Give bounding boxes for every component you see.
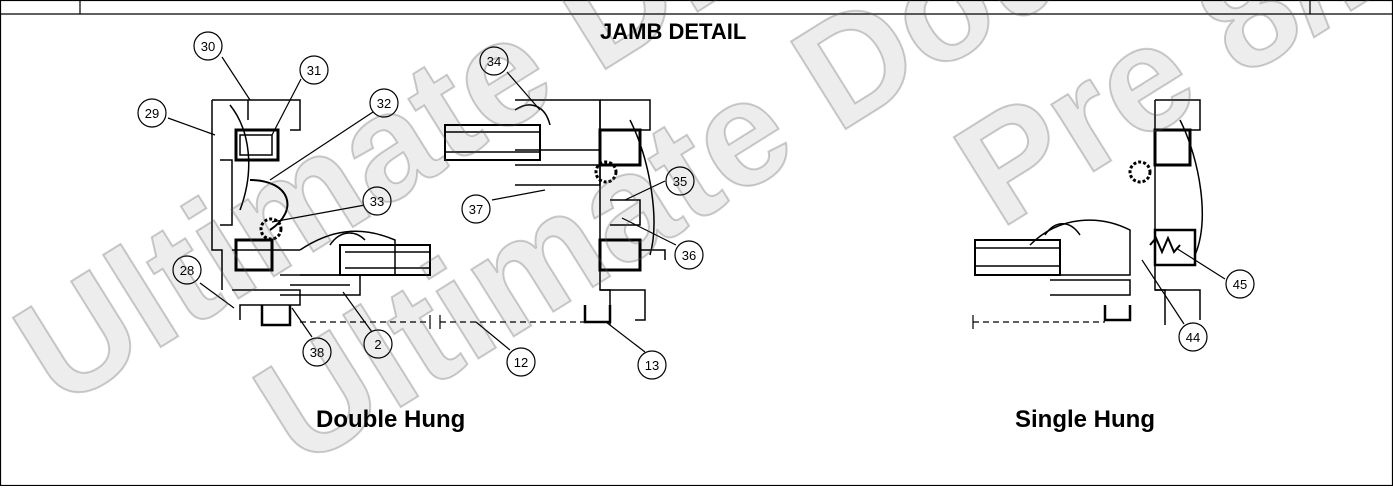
svg-text:12: 12 <box>514 355 528 370</box>
callout-31: 31 <box>299 55 329 85</box>
svg-text:34: 34 <box>487 54 501 69</box>
single-hung-label: Single Hung <box>1015 406 1155 433</box>
double-hung-label: Double Hung <box>316 406 466 433</box>
callout-37: 37 <box>461 194 491 224</box>
weatherstrip-single <box>1128 160 1152 184</box>
svg-text:33: 33 <box>370 194 384 209</box>
callout-28: 28 <box>172 255 202 285</box>
svg-text:38: 38 <box>310 345 324 360</box>
callout-32: 32 <box>369 88 399 118</box>
svg-text:28: 28 <box>180 263 194 278</box>
callout-34: 34 <box>479 46 509 76</box>
leader-lines <box>167 56 1226 353</box>
right-jamb-section <box>583 99 666 325</box>
svg-text:2: 2 <box>374 337 381 352</box>
callout-12: 12 <box>506 347 536 377</box>
svg-text:45: 45 <box>1233 277 1247 292</box>
callout-13: 13 <box>637 350 667 380</box>
callout-33: 33 <box>362 186 392 216</box>
svg-text:13: 13 <box>645 358 659 373</box>
spring-45 <box>1149 235 1181 255</box>
svg-text:32: 32 <box>377 96 391 111</box>
callout-45: 45 <box>1225 269 1255 299</box>
svg-text:36: 36 <box>682 248 696 263</box>
callout-29: 29 <box>137 98 167 128</box>
callout-2: 2 <box>363 329 393 359</box>
svg-text:30: 30 <box>201 39 215 54</box>
weatherstrip-33 <box>259 217 283 241</box>
single-hung-section <box>974 99 1203 325</box>
dashed-line-ends <box>429 315 974 329</box>
left-sash-section <box>280 230 431 296</box>
svg-text:44: 44 <box>1186 330 1200 345</box>
svg-text:37: 37 <box>469 202 483 217</box>
callout-44: 44 <box>1178 322 1208 352</box>
svg-text:31: 31 <box>307 63 321 78</box>
callout-35: 35 <box>665 166 695 196</box>
callout-36: 36 <box>674 240 704 270</box>
svg-text:29: 29 <box>145 106 159 121</box>
svg-text:35: 35 <box>673 174 687 189</box>
weatherstrip-right <box>594 160 618 184</box>
drawing-title: JAMB DETAIL <box>600 19 747 44</box>
callout-30: 30 <box>193 31 223 61</box>
callout-38: 38 <box>302 337 332 367</box>
